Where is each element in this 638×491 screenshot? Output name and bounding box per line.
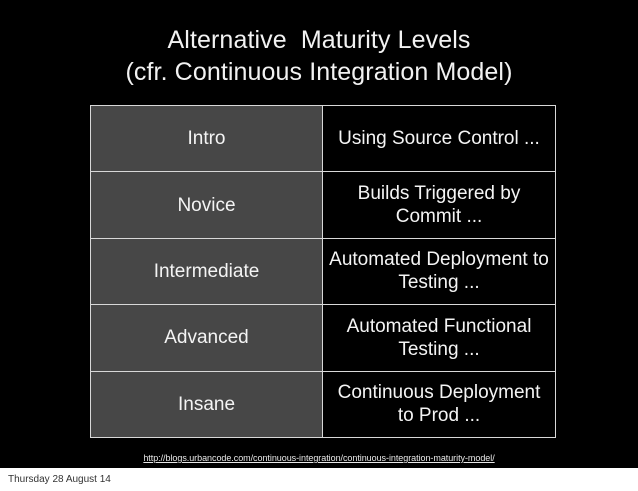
maturity-description-cell: Using Source Control ... xyxy=(322,104,556,173)
table-row: Advanced Automated Functional Testing ..… xyxy=(90,304,556,372)
title-line-1: Alternative Maturity Levels xyxy=(167,26,471,54)
maturity-level-cell: Intro xyxy=(90,104,323,173)
maturity-levels-table: Intro Using Source Control ... Novice Bu… xyxy=(90,104,556,438)
footer-date-label: Thursday 28 August 14 xyxy=(8,474,111,485)
maturity-level-cell: Insane xyxy=(90,370,323,438)
source-url-link[interactable]: http://blogs.urbancode.com/continuous-in… xyxy=(143,453,495,463)
maturity-description-cell: Continuous Deployment to Prod ... xyxy=(322,370,556,438)
table-row: Insane Continuous Deployment to Prod ... xyxy=(90,370,556,438)
slide-canvas: Alternative Maturity Levels (cfr. Contin… xyxy=(0,0,638,468)
table-row: Intermediate Automated Deployment to Tes… xyxy=(90,237,556,306)
presentation-footer-bar: Thursday 28 August 14 xyxy=(0,468,638,491)
title-line-2: (cfr. Continuous Integration Model) xyxy=(125,58,513,86)
maturity-description-cell: Automated Functional Testing ... xyxy=(322,304,556,372)
maturity-level-cell: Intermediate xyxy=(90,237,323,306)
maturity-description-cell: Builds Triggered by Commit ... xyxy=(322,171,556,239)
slide-title: Alternative Maturity Levels (cfr. Contin… xyxy=(0,24,638,88)
maturity-level-cell: Novice xyxy=(90,171,323,239)
table-row: Intro Using Source Control ... xyxy=(90,104,556,173)
maturity-level-cell: Advanced xyxy=(90,304,323,372)
maturity-description-cell: Automated Deployment to Testing ... xyxy=(322,237,556,306)
table-row: Novice Builds Triggered by Commit ... xyxy=(90,171,556,239)
